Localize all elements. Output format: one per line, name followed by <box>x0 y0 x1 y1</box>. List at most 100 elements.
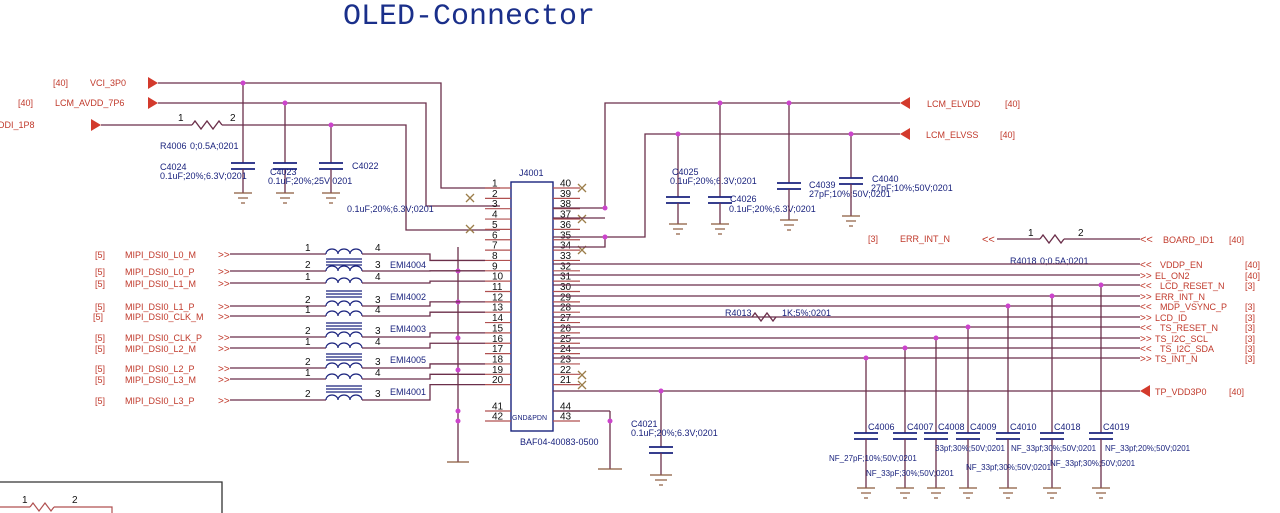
net-label: ERR_INT_N <box>1155 292 1205 302</box>
resistor-r4018-icon <box>1039 233 1065 245</box>
pin-number: 17 <box>492 344 504 355</box>
offpage-connector-icon: << <box>1140 344 1152 355</box>
offpage-connector-icon: >> <box>218 364 230 375</box>
page-ref: [5] <box>95 333 105 343</box>
resistor-value: 0;0.5A;0201 <box>1040 256 1089 266</box>
inductor-coil-icon <box>325 248 363 255</box>
resistor-ref: R4013 <box>725 308 752 318</box>
connector-ref: J4001 <box>519 168 544 178</box>
page-ref: [3] <box>1245 323 1255 333</box>
cap-ref: C4019 <box>1103 422 1130 432</box>
pin-number: 19 <box>492 365 504 376</box>
offpage-connector-icon: >> <box>218 312 230 323</box>
emi-filter-ref: EMI4005 <box>390 355 426 365</box>
offpage-connector-icon: >> <box>1140 292 1152 303</box>
page-ref: [3] <box>1245 313 1255 323</box>
pin-number: 2 <box>492 189 498 200</box>
page-ref: [5] <box>95 279 105 289</box>
offpage-connector-icon: >> <box>1140 271 1152 282</box>
pin-label: 2 <box>305 357 311 368</box>
pin-number: 24 <box>560 344 572 355</box>
page-ref: [40] <box>1000 130 1015 140</box>
pin-number: 9 <box>492 261 498 272</box>
input-port-icon <box>148 97 158 109</box>
cap-value: 0.1uF;20%;25V;0201 <box>268 176 352 186</box>
pin-label: 4 <box>375 243 381 254</box>
schematic-title: OLED-Connector <box>343 0 595 34</box>
pin-number: 30 <box>560 282 572 293</box>
cap-ref: C4023 <box>270 167 297 177</box>
cap-c4025: C4025 0.1uF;20%;6.3V;0201 <box>666 131 757 235</box>
pin-number: 34 <box>560 241 572 252</box>
pin-label: 2 <box>230 113 236 124</box>
cap-ref: C4021 <box>631 419 658 429</box>
page-ref: [3] <box>1245 302 1255 312</box>
cap-c4006: C4006 <box>854 355 895 499</box>
net-label: MIPI_DSI0_L1_M <box>125 279 196 289</box>
cap-ref: C4008 <box>938 422 965 432</box>
offpage-connector-icon: >> <box>218 279 230 290</box>
page-ref: [40] <box>18 98 33 108</box>
pin-number: 13 <box>492 303 504 314</box>
offpage-connector-icon: << <box>1140 234 1153 246</box>
cap-value: NF_33pf;30%;50V;0201 <box>1050 459 1136 468</box>
net-label: MIPI_DSI0_L0_P <box>125 267 195 277</box>
net-label: TS_INT_N <box>1155 354 1198 364</box>
inductor-coil-icon <box>325 265 363 272</box>
power-input-vci: [40] VCI_3P0 <box>53 77 158 89</box>
pin-label: 3 <box>375 389 381 400</box>
cap-c4008: C4008 <box>924 335 965 499</box>
pin-label: 1 <box>305 337 311 348</box>
pin-number: 16 <box>492 334 504 345</box>
output-port-icon <box>1140 385 1150 397</box>
pin-label: 2 <box>72 495 78 506</box>
offpage-connector-icon: << <box>1140 281 1152 292</box>
cap-c4024: C4024 0.1uF;20%;6.3V;0201 <box>160 80 255 204</box>
input-port-icon <box>91 119 101 131</box>
pin-number: 44 <box>560 402 572 413</box>
emi-filter-ref: EMI4003 <box>390 324 426 334</box>
offpage-connector-icon: >> <box>1140 354 1152 365</box>
cap-value: 0.1uF;20%;6.3V;0201 <box>347 204 434 214</box>
offpage-connector-icon: >> <box>218 375 230 386</box>
offpage-connector-icon: << <box>1140 260 1152 271</box>
power-input-vddi: VDDI_1P8 <box>0 119 101 131</box>
page-ref: [5] <box>95 375 105 385</box>
pin-number: 21 <box>560 375 572 386</box>
cap-value: 33pf;30%;50V;0201 <box>935 444 1006 453</box>
cap-c4026: C4026 0.1uF;20%;6.3V;0201 <box>708 100 816 235</box>
cap-ref: C4040 <box>872 174 899 184</box>
pin-number: 43 <box>560 412 572 423</box>
offpage-connector-icon: >> <box>1140 313 1152 324</box>
cap-value: 0.1uF;20%;6.3V;0201 <box>729 204 816 214</box>
pin-label: 3 <box>375 326 381 337</box>
pin-label: 2 <box>305 389 311 400</box>
right-pins: 4039383736353433323130292827262524232221… <box>553 179 587 423</box>
inductor-coil-icon <box>325 342 363 349</box>
page-ref: [40] <box>1245 271 1260 281</box>
inductor-coil-icon <box>325 373 363 380</box>
resistor-ref: R4006 <box>160 141 187 151</box>
pin-label: 1 <box>305 368 311 379</box>
pin-label: 1 <box>305 305 311 316</box>
pin-label: 3 <box>375 357 381 368</box>
cap-c4040: C4040 27pF;10%;50V;0201 <box>839 131 953 227</box>
cap-value: NF_33pF;30%;50V;0201 <box>866 469 954 478</box>
net-label: MIPI_DSI0_L3_M <box>125 375 196 385</box>
signal-lines: <<VDDP_EN[40]>>EL_ON2[40]<<LCD_RESET_N[3… <box>553 260 1260 365</box>
cap-value: 0.1uF;20%;6.3V;0201 <box>670 176 757 186</box>
connector-body <box>510 181 554 432</box>
pin-number: 38 <box>560 199 572 210</box>
